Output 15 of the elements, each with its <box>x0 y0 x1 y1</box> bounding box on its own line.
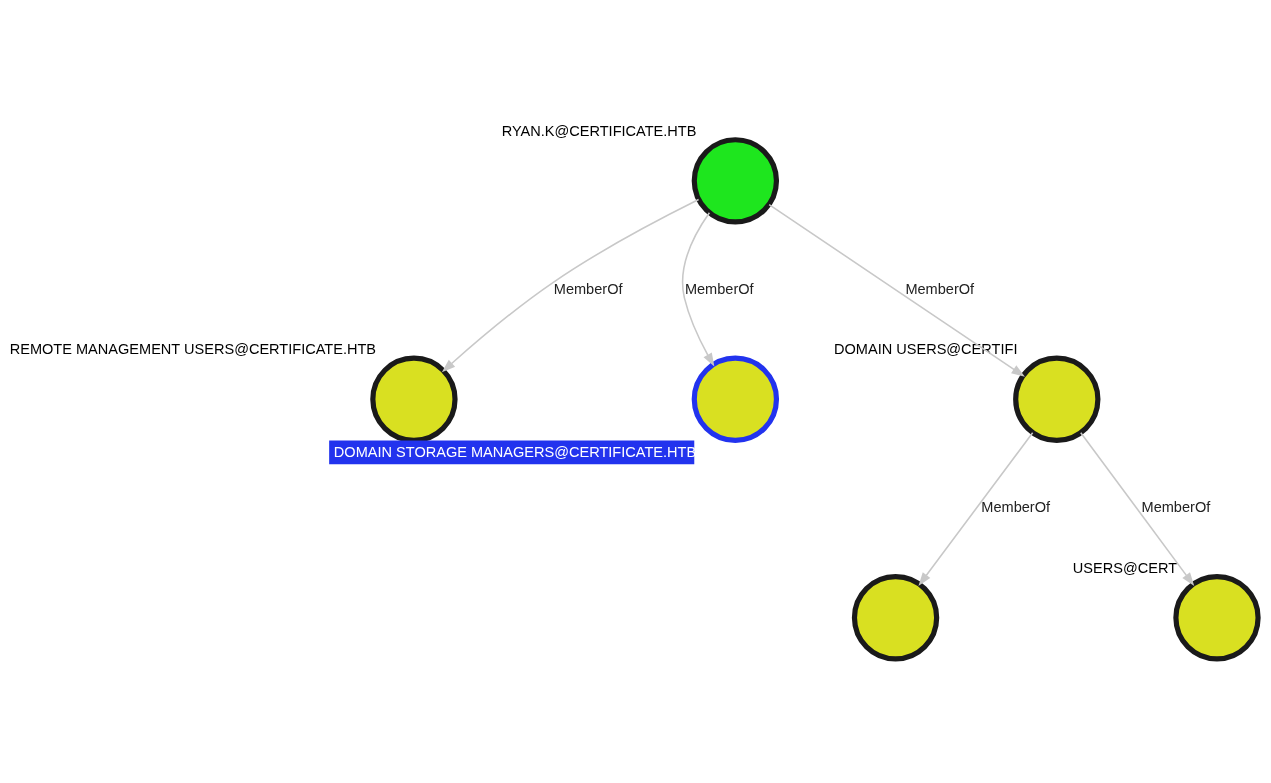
arrow <box>441 198 700 373</box>
edge-label: MemberOf <box>905 280 975 297</box>
node-label: DOMAIN USERS@CERTIFI <box>834 341 1018 358</box>
edge-label: MemberOf <box>981 499 1051 516</box>
edge-label: MemberOf <box>684 280 754 297</box>
node-label: USERS@CERT <box>1072 559 1178 576</box>
arrow <box>681 212 715 367</box>
arrow <box>918 431 1034 586</box>
node-circle <box>691 137 780 225</box>
arrow <box>768 203 1025 377</box>
edge-label: MemberOf <box>553 280 623 297</box>
arrow <box>1080 431 1195 586</box>
edge-label: MemberOf <box>1141 499 1211 516</box>
node-label: RYAN.K@CERTIFICATE.HTB <box>501 122 697 139</box>
node-label: REMOTE MANAGEMENT USERS@CERTIFICATE.HTB <box>9 341 377 358</box>
